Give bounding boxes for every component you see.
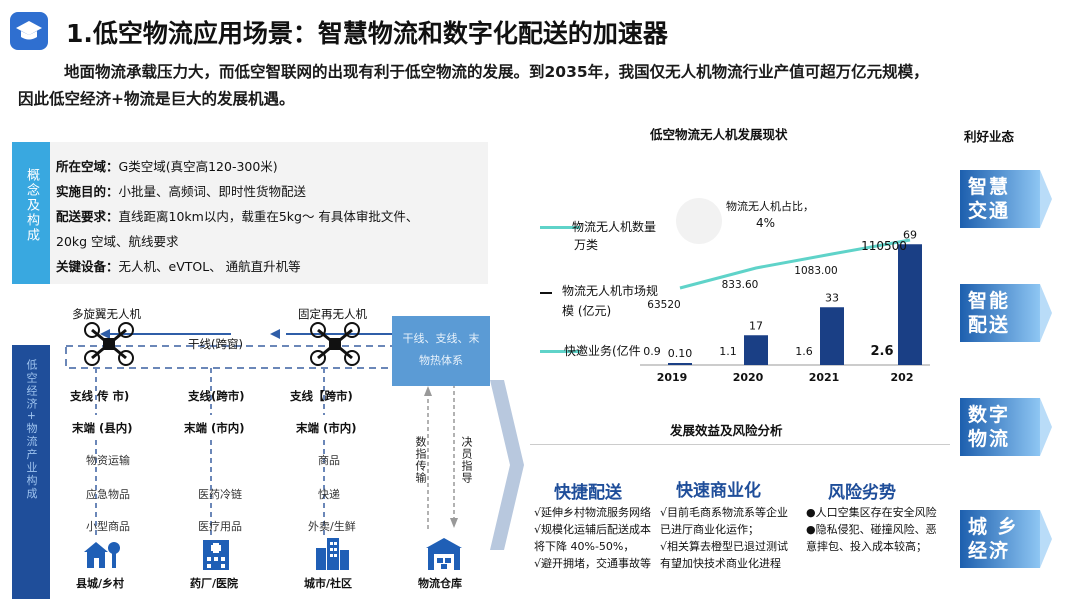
line-label: 110500 (861, 239, 907, 253)
chevron-right-icon (490, 380, 524, 550)
place-label: 物流仓库 (418, 577, 462, 590)
legend-express: 快邀业务(亿件 (564, 344, 641, 358)
data-transmission-label: 数指传输 (414, 436, 427, 484)
year-label: 2019 (657, 371, 688, 384)
market-bar-label: 33 (825, 291, 839, 304)
goods-item: 应急物品 (86, 488, 130, 501)
industry-tab: 低空经济+物流产业构成 (12, 345, 50, 599)
concept-tab-label: 概念及构成 (24, 168, 39, 243)
sector-digital-logistics: 数字物流 (960, 398, 1052, 456)
chart-title: 低空物流无人机发展现状 (650, 127, 788, 142)
drone-left-label: 多旋翼无人机 (72, 307, 141, 321)
drone-right-label: 固定再无人机 (298, 307, 367, 321)
concept-row: 关键设备：无人机、eVTOL、 通航直升机等 (56, 259, 301, 274)
legend-count: 物流无人机数量 (572, 220, 657, 234)
market-bar (820, 307, 844, 365)
year-label: 2021 (809, 371, 840, 384)
concept-lines: 所在空域：G类空域(真空高120-300米) 实施目的：小批量、高频词、即时性货… (56, 154, 496, 279)
benefit-lines: √延伸乡村物流服务网络 √规模化运辅后配送成本 将下降 40%-50%， √避开… (534, 506, 652, 570)
trunk-arrowhead (100, 329, 110, 339)
market-bar-label: 17 (749, 319, 763, 332)
line-label: 63520 (647, 299, 680, 311)
legend-market-swatch (540, 292, 552, 294)
sector-smart-delivery: 智能配送 (960, 284, 1052, 342)
trunk-label: 干线(跨窗) (188, 337, 243, 351)
benefit-head: 快捷配送 (554, 483, 622, 503)
drone-chart: 0.10 17 33 69 0.9 1.1 1.6 2.6 63520 833.60 1083.00… (640, 228, 930, 384)
end-label: 末端 (市内) (184, 421, 245, 435)
trunk-system-banner: 干线、支线、末 物热体系 (392, 316, 490, 386)
concept-tab: 概念及构成 (12, 142, 50, 284)
intro-paragraph: 地面物流承载压力大，而低空智联网的出现有利于低空物流的发展。到2035年，我国仅… (18, 59, 1068, 113)
share-pie (676, 198, 722, 244)
count-label: 2.6 (870, 344, 893, 359)
year-label: 2020 (733, 371, 764, 384)
intro-line-1: 地面物流承载压力大，而低空智联网的出现有利于低空物流的发展。到2035年，我国仅… (64, 63, 929, 81)
year-label: 202 (891, 371, 914, 384)
legend-count-unit: 万类 (574, 238, 599, 252)
legend-count-swatch (540, 226, 580, 229)
line-series (679, 238, 911, 290)
banner-line: 干线、支线、末 (402, 332, 480, 345)
page-title: 1.低空物流应用场景：智慧物流和数字化配送的加速器 (66, 19, 668, 48)
sector-urban-rural-economy: 城 乡经济 (960, 510, 1052, 568)
market-bar (744, 335, 768, 365)
goods-item: 快递 (318, 488, 340, 501)
intro-line-2: 因此低空经济+物流是巨大的发展机遇。 (18, 90, 295, 108)
concept-row: 所在空域：G类空域(真空高120-300米) (56, 159, 278, 174)
warehouse-icon (426, 538, 462, 570)
industry-tab-label: 低空经济+物流产业构成 (25, 359, 38, 501)
graduation-cap-icon (10, 12, 48, 50)
place-label: 城市/社区 (304, 577, 353, 590)
concept-panel (12, 142, 488, 284)
branch-label: 支线【跨市) (290, 389, 353, 403)
house-icon (84, 542, 120, 568)
market-bar (898, 244, 922, 365)
share-value: 4% (756, 216, 776, 230)
legend-express-swatch (540, 350, 580, 353)
right-title: 利好业态 (964, 129, 1015, 144)
legend-market-unit: 模 (亿元) (562, 304, 612, 318)
share-label: 物流无人机占比， (726, 200, 814, 213)
sector-smart-traffic: 智慧交通 (960, 170, 1052, 228)
count-label: 0.9 (643, 345, 661, 358)
goods-item: 物资运输 (86, 454, 130, 467)
hospital-icon (203, 540, 229, 570)
benefits-title: 发展效益及风险分析 (670, 423, 783, 438)
decision-guidance-label: 决员指导 (460, 436, 473, 484)
banner-line: 物热体系 (419, 354, 463, 367)
count-label: 1.1 (719, 345, 737, 358)
place-label: 药厂/医院 (190, 577, 239, 590)
goods-item: 外卖/生鲜 (308, 520, 356, 533)
goods-item: 医药冷链 (198, 488, 242, 501)
market-bar-label: 0.10 (668, 347, 693, 360)
fixed-wing-drone-icon (310, 322, 360, 366)
divider (530, 444, 950, 445)
market-bar-label: 69 (903, 228, 917, 241)
concept-row: 实施目的：小批量、高频词、即时性货物配送 (56, 184, 307, 199)
end-label: 末端 (县内) (72, 421, 133, 435)
branch-label: 支线 传 市) (70, 389, 130, 403)
benefit-lines: ●人口空集区存在安全风险 ●隐私侵犯、碰撞风险、恶 意摔包、投入成本较高； (806, 506, 937, 553)
branch-label: 支线(跨市) (188, 389, 245, 403)
multirotor-drone-icon (84, 322, 134, 366)
benefit-head: 快速商业化 (676, 481, 761, 501)
goods-item: 小型商品 (86, 520, 130, 533)
end-label: 末端 (市内) (296, 421, 357, 435)
city-building-icon (316, 538, 349, 570)
goods-item: 医疗用品 (198, 520, 242, 533)
place-label: 县城/乡村 (76, 577, 125, 590)
line-label: 833.60 (722, 279, 759, 291)
legend-market: 物流无人机市场规 (562, 284, 659, 298)
market-bar (668, 363, 692, 365)
concept-row: 配送要求：直线距离10km以内，载重在5kg～ 有具体审批文件、 (56, 209, 419, 224)
goods-item: 商品 (318, 454, 340, 467)
line-label: 1083.00 (794, 265, 837, 277)
concept-row: 20kg 空域、航线要求 (56, 234, 179, 249)
benefit-lines: √目前毛商系物流系等企业 已进厅商业化运作； √相关算去橙型已退过测试 有望加快… (660, 506, 789, 570)
count-label: 1.6 (795, 345, 813, 358)
benefit-head: 风险劣势 (828, 483, 896, 503)
